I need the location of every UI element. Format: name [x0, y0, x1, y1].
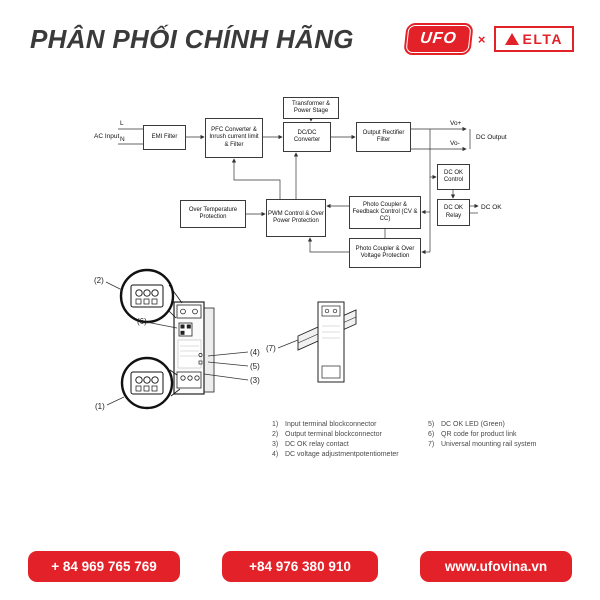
output-terminal-magnifier	[119, 268, 183, 324]
power-supply-block-diagram: Transformer & Power Stage EMI Filter PFC…	[0, 92, 600, 277]
legend-number: 7)	[428, 441, 435, 448]
din-rail-device	[297, 301, 357, 383]
label-line-l: L	[120, 120, 124, 127]
header: PHÂN PHỐI CHÍNH HÃNG UFO × ELTA	[30, 18, 574, 60]
legend-text: Output terminal blockconnector	[285, 431, 382, 438]
legend-number: 3)	[272, 441, 279, 448]
label-ac-input: AC Input	[94, 133, 120, 140]
page-title: PHÂN PHỐI CHÍNH HÃNG	[30, 23, 354, 54]
input-terminal-magnifier	[120, 356, 181, 410]
logo-separator: ×	[477, 31, 486, 47]
label-dc-ok: DC OK	[481, 204, 502, 211]
block-emi-filter: EMI Filter	[143, 125, 186, 150]
block-pwm-control: PWM Control & Over Power Protection	[266, 199, 326, 237]
label-vo-minus: Vo-	[450, 140, 460, 147]
block-dc-ok-relay: DC OK Relay	[437, 199, 470, 226]
block-photo-coupler-ovp: Photo Coupler & Over Voltage Protection	[349, 238, 421, 268]
legend: 1) Input terminal blockconnector 2) Outp…	[272, 420, 584, 460]
legend-right-column: 5) DC OK LED (Green) 6) QR code for prod…	[428, 420, 584, 460]
ufo-logo: UFO	[405, 25, 472, 53]
block-pfc-converter: PFC Converter & Inrush current limit & F…	[205, 118, 263, 158]
callout-lines	[105, 281, 299, 406]
legend-text: DC voltage adjustmentpotentiometer	[285, 451, 399, 458]
block-dcdc-converter: DC/DC Converter	[283, 122, 331, 152]
delta-logo: ELTA	[493, 26, 574, 52]
legend-number: 6)	[428, 431, 435, 438]
legend-text: DC OK LED (Green)	[441, 421, 505, 428]
legend-number: 2)	[272, 431, 279, 438]
legend-text: DC OK relay contact	[285, 441, 349, 448]
block-photo-coupler-feedback: Photo Coupler & Feedback Control (CV & C…	[349, 196, 421, 229]
legend-number: 5)	[428, 421, 435, 428]
legend-number: 1)	[272, 421, 279, 428]
legend-text: Input terminal blockconnector	[285, 421, 377, 428]
legend-number: 4)	[272, 451, 279, 458]
legend-left-column: 1) Input terminal blockconnector 2) Outp…	[272, 420, 428, 460]
phone-button-2[interactable]: +84 976 380 910	[222, 551, 378, 582]
legend-item-5: 5) DC OK LED (Green)	[428, 420, 584, 430]
brand-logos: UFO × ELTA	[405, 25, 574, 53]
block-dc-ok-control: DC OK Control	[437, 164, 470, 190]
legend-item-6: 6) QR code for product link	[428, 430, 584, 440]
delta-logo-text: ELTA	[522, 31, 563, 47]
legend-item-3: 3) DC OK relay contact	[272, 440, 428, 450]
callout-3: (3)	[250, 376, 260, 385]
callout-1: (1)	[95, 402, 105, 411]
callout-6: (6)	[137, 317, 147, 326]
callout-5: (5)	[250, 362, 260, 371]
block-over-temperature: Over Temperature Protection	[180, 200, 246, 228]
power-supply-device	[173, 301, 205, 395]
label-dc-output: DC Output	[476, 134, 507, 141]
legend-item-1: 1) Input terminal blockconnector	[272, 420, 428, 430]
legend-item-7: 7) Universal mounting rail system	[428, 440, 584, 450]
label-vo-plus: Vo+	[450, 120, 462, 127]
callout-4: (4)	[250, 348, 260, 357]
legend-item-2: 2) Output terminal blockconnector	[272, 430, 428, 440]
callout-2: (2)	[94, 276, 104, 285]
legend-text: QR code for product link	[441, 431, 517, 438]
product-illustration: (2) (6) (1) (4) (5) (3) (7)	[0, 266, 600, 418]
website-button[interactable]: www.ufovina.vn	[420, 551, 572, 582]
delta-triangle-icon	[504, 33, 519, 45]
block-output-rectifier: Output Rectifier Filter	[356, 122, 411, 152]
qr-code-icon	[178, 322, 193, 337]
phone-button-1[interactable]: + 84 969 765 769	[28, 551, 180, 582]
legend-item-4: 4) DC voltage adjustmentpotentiometer	[272, 450, 428, 460]
device-drawing	[105, 268, 357, 410]
diagram-lines	[118, 117, 479, 255]
block-transformer: Transformer & Power Stage	[283, 97, 339, 119]
callout-7: (7)	[266, 344, 276, 353]
label-line-n: N	[120, 136, 125, 143]
legend-text: Universal mounting rail system	[441, 441, 537, 448]
